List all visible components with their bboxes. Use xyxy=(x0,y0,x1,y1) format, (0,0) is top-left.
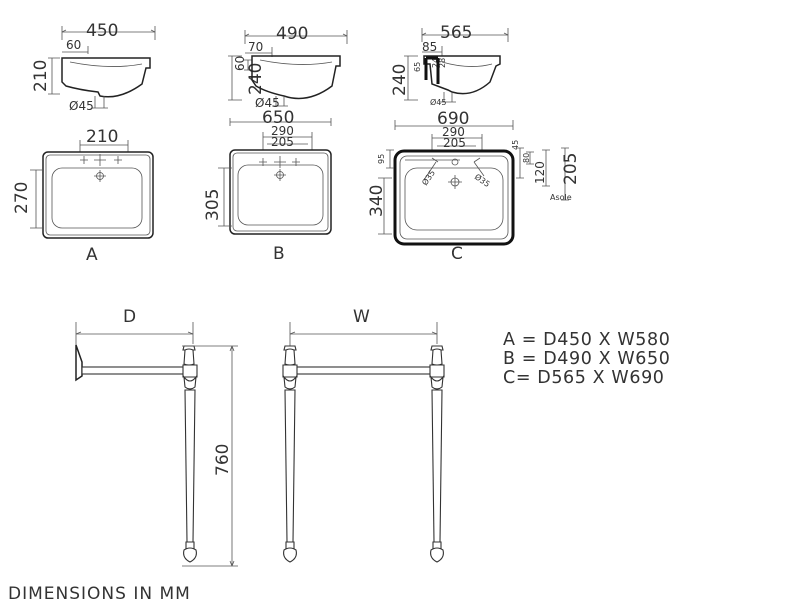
basin-b-inner-tap: 205 xyxy=(271,135,294,149)
size-list: A = D450 X W580 B = D490 X W650 C= D565 … xyxy=(503,331,671,388)
basin-b-inner: 60 xyxy=(233,56,247,71)
basin-a-side-view: 450 60 210 Ø45 xyxy=(31,21,156,113)
stand-width-label: W xyxy=(353,307,370,327)
basin-a-waste: Ø45 xyxy=(69,99,94,113)
basin-c-outer-tap: 290 xyxy=(442,125,465,139)
basin-b-height: 240 xyxy=(246,63,266,95)
basin-c-plan-view: 690 290 205 Ø35 Ø35 95 340 45 80 120 205… xyxy=(367,109,581,264)
basin-c-d120: 120 xyxy=(533,161,547,184)
basin-b-side-view: 490 70 60 240 Ø45 xyxy=(228,24,348,110)
basin-a-top-depth: 60 xyxy=(66,38,81,52)
basin-c-d1: 65 xyxy=(413,62,422,72)
basin-c-label: C xyxy=(451,244,463,264)
size-b: B = D490 X W650 xyxy=(503,349,671,369)
basin-a-tap-spacing: 210 xyxy=(86,127,118,147)
stand-side-view: D 760 xyxy=(75,307,238,567)
basin-a-plan-view: 210 270 A xyxy=(12,127,154,265)
basin-c-d80: 80 xyxy=(522,153,531,163)
basin-c-d45: 45 xyxy=(511,140,520,150)
basin-b-width: 490 xyxy=(276,24,308,44)
basin-b-depth: 305 xyxy=(203,189,223,221)
units-note: DIMENSIONS IN MM xyxy=(8,584,191,604)
stand-depth-label: D xyxy=(123,307,136,327)
basin-c-note: Asole xyxy=(550,193,572,202)
stand-height: 760 xyxy=(213,444,233,476)
basin-a-width: 450 xyxy=(86,21,118,41)
basin-c-side-view: 565 85 240 65 24 28 Ø45 xyxy=(390,23,509,107)
basin-c-height: 240 xyxy=(390,64,410,96)
basin-c-d2: 24 xyxy=(431,58,440,68)
basin-b-outer-tap: 290 xyxy=(271,124,294,138)
basin-c-top-depth: 85 xyxy=(422,40,437,54)
basin-c-width: 565 xyxy=(440,23,472,43)
basin-b-plan-view: 650 290 205 305 B xyxy=(203,108,332,264)
basin-b-label: B xyxy=(273,244,285,264)
basin-c-depth: 340 xyxy=(367,185,387,217)
basin-c-depth-total: 205 xyxy=(561,153,581,185)
size-c: C= D565 X W690 xyxy=(503,368,665,388)
size-a: A = D450 X W580 xyxy=(503,330,671,350)
stand-front-view: W xyxy=(282,307,445,563)
basin-b-overall: 650 xyxy=(262,108,294,128)
basin-a-height: 210 xyxy=(31,60,51,92)
basin-c-d3: 28 xyxy=(438,58,447,68)
basin-c-inner-tap: 205 xyxy=(443,136,466,150)
basin-c-overall: 690 xyxy=(437,109,469,129)
basin-c-d95: 95 xyxy=(377,154,386,164)
basin-b-top-depth: 70 xyxy=(248,40,263,54)
basin-b-waste: Ø45 xyxy=(255,96,280,110)
basin-a-label: A xyxy=(86,245,98,265)
basin-c-waste: Ø45 xyxy=(430,97,446,107)
basin-a-depth: 270 xyxy=(12,182,32,214)
basin-c-hole-left: Ø35 xyxy=(419,168,437,187)
